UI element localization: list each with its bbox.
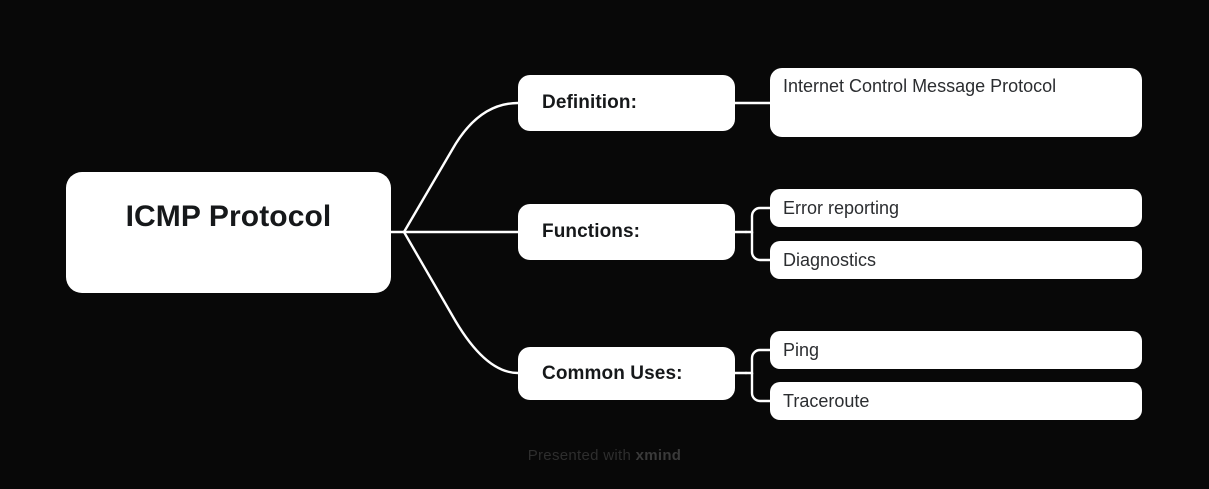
branch-node-label: Common Uses: — [542, 362, 683, 384]
leaf-node-error-reporting[interactable]: Error reporting — [770, 189, 1142, 227]
connector-commonuses-to-traceroute — [750, 371, 772, 403]
connector-functions-to-error — [744, 206, 772, 234]
watermark-prefix: Presented with — [527, 447, 636, 464]
leaf-node-label: Internet Control Message Protocol — [783, 76, 1057, 96]
watermark-brand: xmind — [635, 447, 682, 464]
leaf-node-label: Diagnostics — [783, 249, 877, 270]
watermark: Presented with xmind — [0, 447, 1209, 464]
leaf-node-traceroute[interactable]: Traceroute — [770, 382, 1142, 420]
leaf-node-ping[interactable]: Ping — [770, 331, 1142, 369]
branch-node-common-uses[interactable]: Common Uses: — [518, 347, 735, 400]
leaf-node-internet-control-message-protocol[interactable]: Internet Control Message Protocol — [770, 68, 1142, 137]
leaf-node-label: Error reporting — [783, 197, 900, 218]
root-node-icmp-protocol[interactable]: ICMP Protocol — [66, 172, 391, 293]
connector-commonuses-to-ping — [744, 348, 772, 375]
connector-root-to-commonuses — [402, 230, 520, 375]
leaf-node-label: Ping — [783, 339, 820, 360]
connector-root-to-definition — [402, 101, 520, 234]
connector-functions-to-diagnostics — [750, 230, 772, 262]
leaf-node-diagnostics[interactable]: Diagnostics — [770, 241, 1142, 279]
root-node-label: ICMP Protocol — [125, 200, 332, 233]
branch-node-definition[interactable]: Definition: — [518, 75, 735, 131]
branch-node-label: Definition: — [542, 92, 638, 113]
leaf-node-label: Traceroute — [783, 390, 870, 411]
branch-node-label: Functions: — [542, 221, 641, 242]
branch-node-functions[interactable]: Functions: — [518, 204, 735, 260]
